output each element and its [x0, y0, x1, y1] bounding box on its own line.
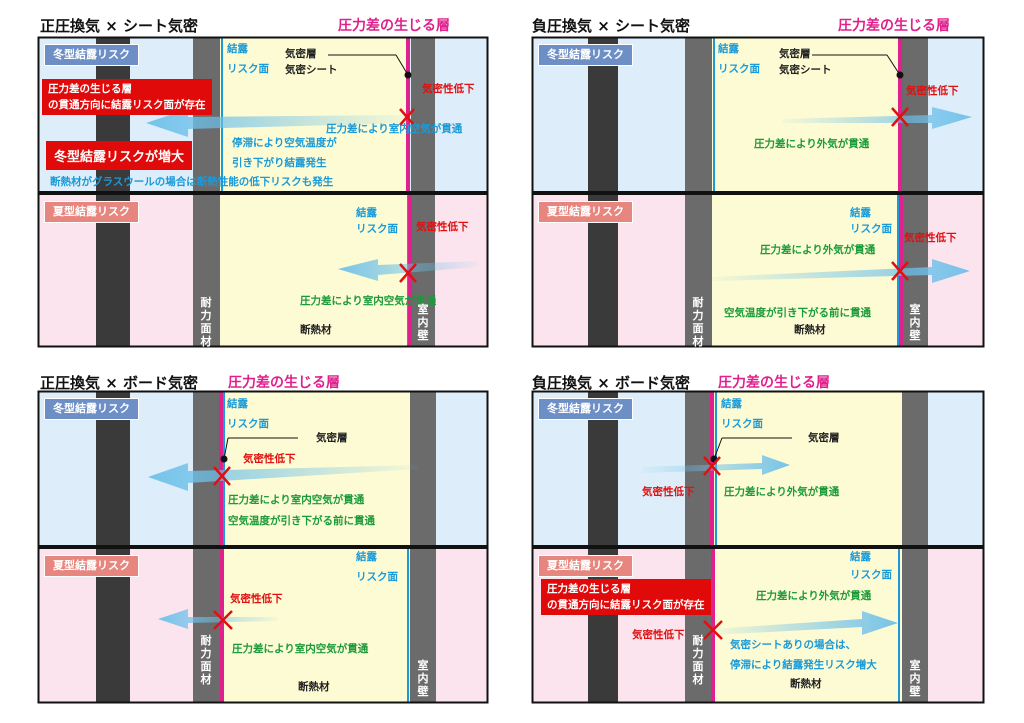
panel4-interior-label: 室内壁: [909, 659, 921, 698]
panel1-winter-leak: 気密性低下: [422, 83, 475, 95]
panel4-summer-note2: 停滞により結露発生リスク増大: [730, 659, 877, 671]
panel1-winter-box-line2: の貫通方向に結露リスク面が存在: [48, 99, 206, 111]
panel3-winter-risk-label2: リスク面: [227, 418, 269, 430]
panel1-pressure-layer-label: 圧力差の生じる層: [338, 18, 450, 34]
panel4-summer-risk-label2: リスク面: [850, 569, 892, 581]
panel4-winter-badge: 冬型結露リスク: [538, 398, 633, 420]
panel1-summer-leak: 気密性低下: [416, 221, 469, 233]
panel4-summer-note1: 気密シートありの場合は、: [730, 639, 856, 651]
panel2-winter-flow: 圧力差により外気が貫通: [754, 138, 870, 150]
panel1-winter-bottom-note: 断熱材がグラスウールの場合は断熱性能の低下リスクも発生: [50, 176, 334, 188]
panel4-summer-risk-label1: 結露: [850, 551, 871, 563]
panel1-summer-risk-label2: リスク面: [356, 223, 398, 235]
panel3-winter-badge: 冬型結露リスク: [44, 398, 139, 420]
panel3-title: 正圧換気 × ボード気密: [40, 374, 199, 392]
panel3-wall-label: 耐力面材: [200, 634, 212, 686]
panel1-winter-risk-label2: リスク面: [227, 63, 269, 75]
panel2-winter-risk-label1: 結露: [718, 43, 739, 55]
panel3-winter-risk-label1: 結露: [227, 398, 248, 410]
panel4-diagram: 冬型結露リスク 夏型結露リスク 結露 リスク面 気密層 気密性低下 圧力差により…: [531, 390, 985, 704]
panel4-summer-box-line1: 圧力差の生じる層: [547, 583, 631, 595]
panel3-summer-flow: 圧力差により室内空気が貫通: [232, 643, 369, 655]
panel4-title: 負圧換気 × ボード気密: [532, 374, 691, 392]
panel2-summer-leak: 気密性低下: [904, 232, 957, 244]
panel3-insulation-label: 断熱材: [298, 681, 330, 693]
panel4-wall-label: 耐力面材: [692, 634, 704, 686]
panel4-winter-risk-label1: 結露: [721, 398, 742, 410]
panel2-diagram: 冬型結露リスク 夏型結露リスク 結露 リスク面 気密層 気密シート 気密性低下 …: [531, 36, 985, 348]
panel4-summer-badge: 夏型結露リスク: [538, 555, 633, 577]
panel2-summer-badge: 夏型結露リスク: [538, 201, 633, 223]
panel3-pressure-layer-label: 圧力差の生じる層: [228, 375, 340, 391]
panel4-winter-flow: 圧力差により外気が貫通: [724, 486, 840, 498]
panel2-winter-leak: 気密性低下: [906, 85, 959, 97]
panel1-winter-note-box: 圧力差の生じる層 の貫通方向に結露リスク面が存在: [42, 79, 212, 115]
panel3-interior-label: 室内壁: [417, 659, 429, 698]
panel4-pressure-layer-label: 圧力差の生じる層: [718, 375, 830, 391]
panel3-winter-flow: 圧力差により室内空気が貫通: [228, 494, 365, 506]
panel1-interior-label: 室内壁: [417, 303, 429, 342]
panel2-title: 負圧換気 × シート気密: [532, 17, 691, 35]
panel1-winter-note1: 停滞により空気温度が: [232, 137, 337, 149]
panel1-summer-risk-label1: 結露: [356, 207, 377, 219]
panel1-winter-badge: 冬型結露リスク: [44, 44, 139, 66]
panel1-winter-big-warning: 冬型結露リスクが増大: [46, 141, 193, 170]
panel2-winter-risk-label2: リスク面: [718, 63, 760, 75]
panel2-summer-flow: 圧力差により外気が貫通: [760, 244, 876, 256]
panel1-winter-flow: 圧力差により室内空気が貫通: [326, 123, 463, 135]
panel1-airtight-sheet: 気密シート: [285, 64, 338, 76]
panel1-title: 正圧換気 × シート気密: [40, 17, 199, 35]
panel1-diagram: 冬型結露リスク 夏型結露リスク 結露 リスク面 気密層 気密シート 気密性低下 …: [37, 36, 489, 348]
panel3-summer-risk-label2: リスク面: [356, 571, 398, 583]
panel1-insulation-label: 断熱材: [300, 324, 332, 336]
panel2-summer-risk-label2: リスク面: [850, 223, 892, 235]
panel1-winter-note2: 引き下がり結露発生: [232, 157, 327, 169]
panel1-wall-label: 耐力面材: [200, 296, 212, 348]
panel4-airtight-layer: 気密層: [808, 432, 840, 444]
panel2-winter-badge: 冬型結露リスク: [538, 44, 633, 66]
panel4-summer-note-box: 圧力差の生じる層 の貫通方向に結露リスク面が存在: [541, 579, 711, 615]
panel2-insulation-label: 断熱材: [794, 324, 826, 336]
panel4-summer-leak: 気密性低下: [632, 629, 685, 641]
panel3-summer-leak: 気密性低下: [230, 593, 283, 605]
panel4-winter-leak: 気密性低下: [642, 486, 695, 498]
panel4-winter-risk-label2: リスク面: [721, 418, 763, 430]
panel2-pressure-layer-label: 圧力差の生じる層: [838, 18, 950, 34]
panel3-diagram: 冬型結露リスク 夏型結露リスク 結露 リスク面 気密層 気密性低下 圧力差により…: [37, 390, 489, 704]
panel2-airtight-sheet: 気密シート: [779, 64, 832, 76]
panel2-airtight-layer: 気密層: [779, 48, 811, 60]
panel2-wall-label: 耐力面材: [692, 296, 704, 348]
panel4-summer-flow: 圧力差により外気が貫通: [756, 590, 872, 602]
panel1-summer-flow: 圧力差により室内空気が貫通: [300, 295, 437, 307]
panel4-summer-box-line2: の貫通方向に結露リスク面が存在: [547, 599, 705, 611]
panel3-summer-badge: 夏型結露リスク: [44, 555, 139, 577]
panel1-winter-risk-label1: 結露: [227, 43, 248, 55]
panel2-summer-note: 空気温度が引き下がる前に貫通: [724, 307, 871, 319]
panel2-summer-risk-label1: 結露: [850, 207, 871, 219]
panel4-insulation-label: 断熱材: [790, 678, 822, 690]
panel2-interior-label: 室内壁: [909, 303, 921, 342]
panel3-winter-note: 空気温度が引き下がる前に貫通: [228, 515, 375, 527]
panel1-winter-box-line1: 圧力差の生じる層: [48, 83, 132, 95]
panel1-airtight-layer: 気密層: [285, 48, 317, 60]
panel3-summer-risk-label1: 結露: [356, 551, 377, 563]
panel3-winter-leak: 気密性低下: [243, 453, 296, 465]
panel1-summer-badge: 夏型結露リスク: [44, 201, 139, 223]
panel3-airtight-layer: 気密層: [316, 432, 348, 444]
